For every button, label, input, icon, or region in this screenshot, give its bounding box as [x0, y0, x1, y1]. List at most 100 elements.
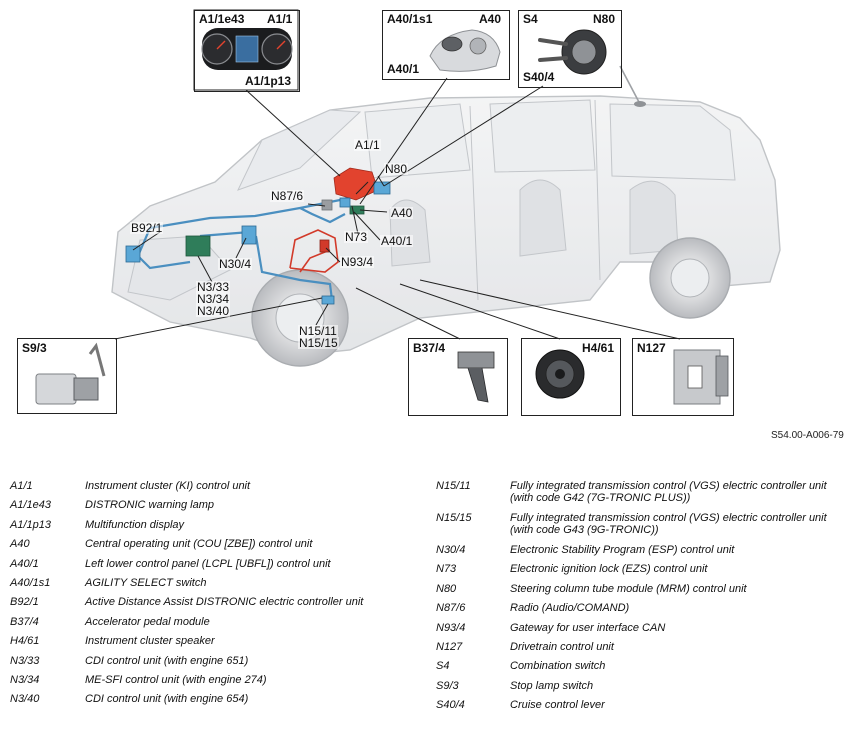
legend-code: N73 [436, 563, 457, 576]
legend-description: Instrument cluster speaker [85, 635, 215, 648]
legend-code: A40/1 [10, 557, 39, 570]
legend-code: A1/1 [10, 480, 33, 492]
legend-description: Gateway for user interface CAN [510, 621, 666, 634]
label-a1-1e43: A1/1e43 [199, 12, 245, 26]
legend-row: A1/1 Instrument cluster (KI) control unit [10, 480, 420, 499]
legend-row: B37/4 Accelerator pedal module [10, 616, 420, 635]
label-b37-4: B37/4 [413, 341, 446, 355]
legend-description: Accelerator pedal module [85, 615, 210, 628]
legend-code: N93/4 [436, 621, 466, 634]
legend-description: Fully integrated transmission control (V… [510, 512, 827, 536]
legend-row: N3/33 CDI control unit (with engine 651) [10, 655, 420, 674]
inset-cou-art [429, 29, 501, 72]
legend-description: Combination switch [510, 660, 606, 673]
component-location-diagram: A1/1e43 A1/1 A1/1p13 A40/1s1 A40 A40/1 S… [17, 9, 781, 416]
inset-combo-art [538, 29, 607, 75]
legend-code: N3/40 [10, 693, 40, 706]
inset-central-operating-unit: A40/1s1 A40 A40/1 [382, 10, 510, 80]
legend-code: B37/4 [10, 615, 39, 628]
rear-wheel [649, 237, 731, 319]
legend-code: S40/4 [436, 699, 465, 712]
legend-code: A1/1p13 [10, 518, 51, 531]
inset-combination-switch: S4 N80 S40/4 [518, 10, 622, 88]
legend-row: N15/11 Fully integrated transmission cont… [436, 480, 841, 512]
legend-description: ME-SFI control unit (with engine 274) [85, 673, 267, 686]
callout-n93-4: N93/4 [340, 255, 375, 269]
legend-description: AGILITY SELECT switch [85, 576, 207, 589]
callout-n73: N73 [344, 230, 369, 244]
legend-description: Central operating unit (COU [ZBE]) contr… [85, 538, 313, 551]
legend-code: N30/4 [436, 544, 466, 556]
legend-row: N87/6 Radio (Audio/COMAND) [436, 602, 841, 621]
inset-cluster-speaker: H4/61 [521, 338, 621, 416]
inset-drivetrain-control-unit: N127 [632, 338, 734, 416]
legend-description: Electronic Stability Program (ESP) contr… [510, 544, 735, 556]
legend-row: A40/1s1 AGILITY SELECT switch [10, 577, 420, 596]
legend-description: Steering column tube module (MRM) contro… [510, 582, 747, 595]
legend-description: Fully integrated transmission control (V… [510, 480, 827, 504]
label-s4: S4 [523, 12, 538, 26]
inset-instrument-cluster: A1/1e43 A1/1 A1/1p13 [194, 10, 300, 92]
legend-code: N127 [436, 640, 463, 653]
legend-code: H4/61 [10, 635, 40, 648]
legend-description: Stop lamp switch [510, 679, 594, 692]
legend-code: N87/6 [436, 602, 466, 615]
callout-a40-1: A40/1 [380, 234, 414, 248]
callout-n3-34: N3/34 [196, 292, 231, 306]
legend-row: S9/3 Stop lamp switch [436, 680, 841, 699]
legend-row: A1/1p13 Multifunction display [10, 519, 420, 538]
legend-description: Multifunction display [85, 518, 185, 531]
legend-code: N3/33 [10, 654, 40, 667]
legend-code: A40/1s1 [10, 576, 51, 589]
inset-pedal-art [457, 351, 495, 403]
label-a40: A40 [479, 12, 502, 26]
callout-n15-11: N15/11 [298, 324, 338, 338]
label-n127: N127 [637, 341, 666, 355]
legend-code: S9/3 [436, 679, 459, 692]
legend-row: H4/61 Instrument cluster speaker [10, 635, 420, 654]
label-s9-3: S9/3 [22, 341, 47, 355]
legend-row: S4 Combination switch [436, 660, 841, 679]
legend-description: CDI control unit (with engine 651) [85, 654, 249, 667]
inset-stop-lamp-switch: S9/3 [17, 338, 117, 414]
label-h4-61: H4/61 [582, 341, 615, 355]
callout-n87-6: N87/6 [270, 189, 305, 203]
legend-code: S4 [436, 660, 450, 673]
label-a1-1: A1/1 [267, 12, 293, 26]
legend-row: A40/1 Left lower control panel (LCPL [UBF… [10, 558, 420, 577]
legend-row: B92/1 Active Distance Assist DISTRONIC el… [10, 596, 420, 615]
legend-description: Drivetrain control unit [510, 640, 614, 653]
callout-a40: A40 [390, 206, 414, 220]
legend-description: Active Distance Assist DISTRONIC electri… [85, 596, 364, 609]
inset-cluster-art [193, 9, 299, 91]
label-s40-4: S40/4 [523, 70, 555, 84]
legend-code: N15/15 [436, 512, 472, 524]
label-n80: N80 [593, 12, 616, 26]
legend-row: A40 Central operating unit (COU [ZBE]) co… [10, 538, 420, 557]
inset-accelerator-pedal: B37/4 [408, 338, 508, 416]
callout-n3-33: N3/33 [196, 280, 231, 294]
callout-a1-1: A1/1 [354, 138, 381, 152]
highlighted-components [125, 167, 391, 305]
legend-code: B92/1 [10, 596, 39, 609]
legend-code: A40 [10, 538, 30, 551]
leader-lines [114, 77, 681, 340]
callout-n30-4: N30/4 [218, 257, 253, 271]
legend-row: N15/15 Fully integrated transmission cont… [436, 512, 841, 544]
legend-description: Left lower control panel (LCPL [UBFL]) c… [85, 557, 331, 570]
legend-code: A1/1e43 [10, 499, 51, 512]
legend-code: N15/11 [436, 480, 471, 492]
inset-speaker-art [535, 349, 585, 399]
front-wheel [251, 269, 349, 367]
figure-reference: S54.00-A006-79 [771, 430, 844, 441]
legend-description: Instrument cluster (KI) control unit [85, 480, 251, 492]
legend-description: Electronic ignition lock (EZS) control u… [510, 563, 708, 576]
legend-row: N127 Drivetrain control unit [436, 641, 841, 660]
legend-description: Radio (Audio/COMAND) [510, 602, 630, 615]
legend-row: N93/4 Gateway for user interface CAN [436, 622, 841, 641]
